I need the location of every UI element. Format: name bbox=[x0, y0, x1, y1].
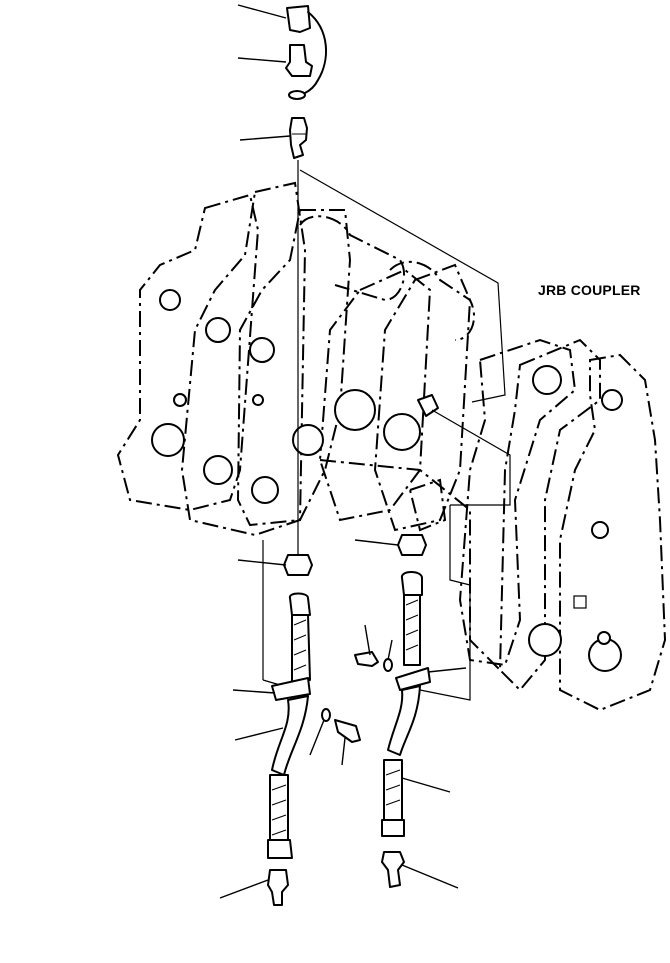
coupler-plate-right bbox=[559, 353, 667, 712]
coupler-base bbox=[319, 459, 501, 671]
coupler-plate-2 bbox=[180, 181, 307, 537]
hose-end-right-top bbox=[401, 571, 423, 596]
diagram-title: JRB COUPLER bbox=[538, 282, 641, 298]
coupler-cross-tube-1 bbox=[299, 215, 405, 302]
coupler-plate-left bbox=[116, 193, 260, 512]
top-fittings bbox=[285, 5, 327, 159]
coupler-plate-5 bbox=[373, 263, 472, 532]
coupler-plate-6 bbox=[458, 338, 577, 667]
bolt-right bbox=[354, 651, 379, 667]
dust-cap bbox=[286, 5, 311, 33]
grease-fitting-body bbox=[417, 394, 439, 417]
hose-right-upper bbox=[403, 594, 421, 666]
washer-right bbox=[383, 658, 393, 672]
hose-right-bend bbox=[387, 685, 421, 756]
hose-end-right-bottom bbox=[381, 819, 405, 837]
coupler-cross-tube-2 bbox=[389, 260, 475, 341]
cap-ring bbox=[288, 90, 306, 100]
nut-right bbox=[397, 534, 427, 556]
callout-leaders bbox=[219, 4, 467, 899]
nut-left bbox=[283, 554, 313, 576]
washer-left bbox=[321, 708, 331, 722]
coupler-plate-4 bbox=[318, 268, 432, 522]
grease-fitting-top bbox=[285, 44, 313, 77]
hose-end-left-top bbox=[288, 592, 311, 616]
bolt-left bbox=[334, 719, 361, 743]
clamp-left bbox=[271, 677, 311, 701]
coupler-plate-7 bbox=[498, 338, 601, 692]
adapter-right-bottom bbox=[381, 851, 405, 888]
adapter-fitting bbox=[289, 117, 308, 159]
adapter-left-bottom bbox=[267, 869, 289, 906]
hose-end-left-bottom bbox=[267, 839, 293, 859]
left-hose-assembly bbox=[267, 554, 361, 906]
hose-left-bend bbox=[271, 695, 309, 776]
coupler-body bbox=[116, 181, 667, 712]
clamp-right bbox=[395, 667, 431, 691]
right-hose-assembly bbox=[354, 534, 431, 888]
coupler-plate-3 bbox=[236, 209, 352, 527]
